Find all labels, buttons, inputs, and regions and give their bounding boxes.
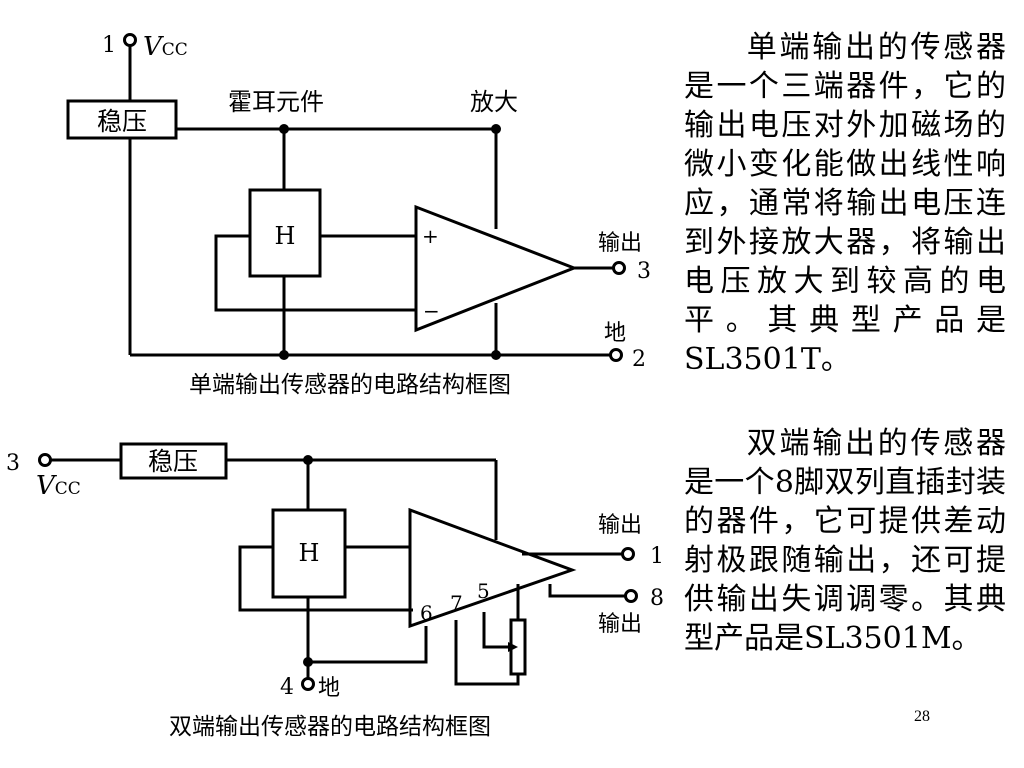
circuit1-amplifier-label: 放大 <box>470 88 518 116</box>
circuit2-output2-label: 输出 <box>598 612 642 637</box>
circuit2-output1-label: 输出 <box>598 513 642 538</box>
circuit2-pin6-label: 6 <box>420 601 433 625</box>
circuit1-regulator-label: 稳压 <box>97 107 147 136</box>
potentiometer-wiper-arrow-icon <box>508 642 518 652</box>
circuit2-wiring <box>51 458 625 686</box>
circuit2-regulator-box <box>119 442 228 480</box>
circuit1-amplifier <box>414 204 579 333</box>
circuit2-output8-pin-number: 8 <box>650 586 664 611</box>
circuit2-vcc-pin-number: 3 <box>6 451 20 476</box>
circuit2-ground-terminal <box>301 677 315 691</box>
circuit2-vcc-terminal <box>38 453 52 467</box>
junction-dots <box>279 124 501 667</box>
circuit1-output-terminal <box>612 261 626 275</box>
circuit2-output1-pin-number: 1 <box>650 544 664 569</box>
circuit2-amplifier <box>408 507 577 629</box>
circuit1-hall-element-label: 霍耳元件 <box>228 88 324 116</box>
circuit2-output1-terminal <box>621 547 635 561</box>
paragraph-single-ended: 单端输出的传感器是一个三端器件，它的输出电压对外加磁场的微小变化能做出线性响应，… <box>684 30 1006 377</box>
circuit1-vcc-terminal <box>123 33 137 47</box>
circuit1-output-pin-number: 3 <box>637 259 651 284</box>
circuit2-hall-symbol: H <box>299 539 320 567</box>
circuit1-minus-sign: − <box>423 299 440 323</box>
circuit1-hall-element <box>248 188 322 278</box>
circuit1-vcc-pin-number: 1 <box>102 33 116 58</box>
circuit2-regulator-label: 稳压 <box>148 447 198 476</box>
paragraph-differential: 双端输出的传感器是一个8脚双列直插封装的器件，它可提供差动射极跟随输出，还可提供… <box>684 426 1006 656</box>
circuit1-regulator-box <box>66 99 178 140</box>
circuit1-ground-terminal <box>609 348 623 362</box>
circuit1-hall-symbol: H <box>275 222 296 250</box>
circuit1-output-label: 输出 <box>598 231 642 256</box>
circuit1-ground-pin-number: 2 <box>632 347 646 372</box>
circuit2-hall-element <box>271 508 347 599</box>
circuit1-plus-sign: + <box>422 224 439 248</box>
page-number: 28 <box>914 708 930 725</box>
circuit2-ground-pin-number: 4 <box>280 675 294 700</box>
circuit2-pin5-label: 5 <box>477 579 490 603</box>
circuit2-ground-label: 地 <box>318 676 340 701</box>
circuit2-vcc-label: VCC <box>36 471 81 501</box>
circuit2-pin7-label: 7 <box>450 591 463 615</box>
circuit1-ground-label: 地 <box>604 321 626 346</box>
circuit1-caption: 单端输出传感器的电路结构框图 <box>189 372 511 398</box>
circuit1-vcc-label: VCC <box>143 32 188 62</box>
circuit2-caption: 双端输出传感器的电路结构框图 <box>169 714 491 740</box>
circuit2-output8-terminal <box>624 589 638 603</box>
circuit1-wiring <box>128 46 614 357</box>
